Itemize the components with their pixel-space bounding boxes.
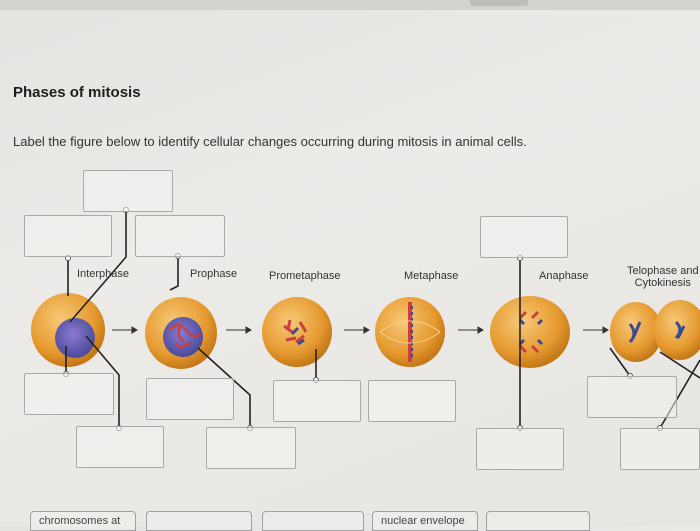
answer-chip[interactable] [486,511,590,531]
label-dropzone[interactable] [587,376,677,418]
phase-label-metaphase: Metaphase [404,270,459,282]
label-dropzone[interactable] [24,215,112,257]
label-dropzone[interactable] [273,380,361,422]
phase-label-anaphase: Anaphase [539,270,589,282]
phase-label-prometaphase: Prometaphase [269,270,341,282]
answer-chip[interactable] [262,511,364,531]
interphase-cell [31,293,105,367]
phase-label-telophase-line1: Telophase and [627,265,699,277]
label-dropzone[interactable] [206,427,296,469]
phase-label-prophase: Prophase [190,268,238,280]
label-dropzone[interactable] [480,216,568,258]
phase-label-telophase-line2: Cytokinesis [634,277,691,289]
answer-chip[interactable]: nuclear envelope [372,511,478,531]
label-dropzone[interactable] [135,215,225,257]
phase-arrows [112,326,609,334]
phase-label-interphase: Interphase [77,268,129,280]
prophase-cell [145,297,217,369]
metaphase-cell [375,297,445,367]
label-dropzone[interactable] [76,426,164,468]
answer-chip[interactable] [146,511,252,531]
label-dropzone[interactable] [83,170,173,212]
instructions: Label the figure below to identify cellu… [13,134,527,149]
answer-chip[interactable]: chromosomes at [30,511,136,531]
label-dropzone[interactable] [368,380,456,422]
browser-top-bar [0,0,700,10]
leader-lines [65,210,700,430]
phase-label-telophase: Telophase and Cytokinesis [627,265,699,289]
label-dropzone[interactable] [146,378,234,420]
telophase-cell [610,300,700,362]
anaphase-cell [490,296,570,368]
label-dropzone[interactable] [24,373,114,415]
browser-tab[interactable] [470,0,528,6]
prometaphase-cell [262,297,332,367]
label-dropzone[interactable] [476,428,564,470]
page-title: Phases of mitosis [13,84,141,101]
label-dropzone[interactable] [620,428,700,470]
